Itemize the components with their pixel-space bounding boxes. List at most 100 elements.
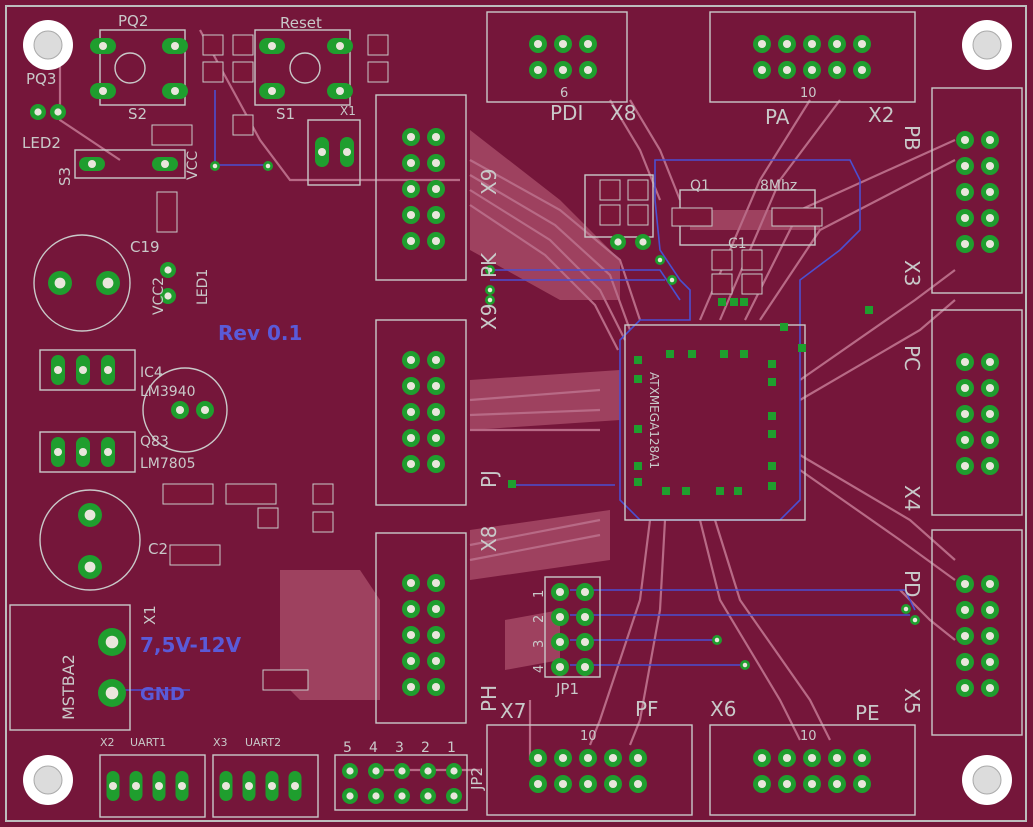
pad-drill	[406, 433, 416, 443]
pad-drill	[782, 753, 792, 763]
label-x9-mid: X9	[477, 304, 501, 330]
pad-drill	[857, 39, 867, 49]
pad-drill	[985, 683, 995, 693]
pad-drill	[857, 753, 867, 763]
label-pdi: PDI	[550, 101, 583, 125]
label-mcu: ATXMEGA128A1	[647, 372, 661, 469]
pad-drill	[960, 435, 970, 445]
pad-drill	[633, 779, 643, 789]
pad-drill	[175, 405, 185, 415]
pad-drill	[406, 210, 416, 220]
pad-drill	[985, 213, 995, 223]
pad-drill	[406, 236, 416, 246]
label-mstba2: MSTBA2	[59, 654, 78, 720]
label-jp2: JP2	[468, 767, 486, 791]
pad-drill	[985, 135, 995, 145]
label-jp2-1: 1	[447, 740, 456, 756]
pad-drill	[558, 39, 568, 49]
label-s1: S1	[276, 105, 295, 123]
pad-drill	[960, 135, 970, 145]
label-jp1-1: 1	[532, 590, 547, 598]
pad-drill	[960, 357, 970, 367]
label-s3: S3	[56, 167, 74, 186]
pad-drill	[54, 277, 66, 289]
pad-drill	[398, 767, 406, 775]
pad-drill	[782, 65, 792, 75]
label-lm3940: LM3940	[140, 384, 196, 400]
pad-drill	[431, 158, 441, 168]
pad-drill	[212, 163, 218, 169]
pad-drill	[533, 779, 543, 789]
label-vcc2: VCC2	[151, 277, 167, 315]
label-pe: PE	[855, 701, 880, 725]
pad-drill	[807, 779, 817, 789]
pad-drill	[782, 779, 792, 789]
pad-drill	[431, 682, 441, 692]
label-ten-pe: 10	[800, 729, 817, 744]
pad-drill	[398, 792, 406, 800]
label-pc: PC	[900, 345, 924, 371]
smd-pads	[151, 34, 823, 691]
pad-drill	[832, 39, 842, 49]
pad-drill	[555, 637, 565, 647]
pad-drill	[487, 267, 493, 273]
pad-drill	[985, 161, 995, 171]
label-x4: X4	[900, 485, 924, 511]
pad-drill	[406, 578, 416, 588]
pad-drill	[102, 277, 114, 289]
pad-drill	[161, 160, 169, 168]
pad-drill	[171, 87, 179, 95]
label-jp1: JP1	[555, 680, 579, 698]
silkscreen-outlines	[9, 11, 1023, 818]
pad-drill	[171, 42, 179, 50]
pad-drill	[88, 160, 96, 168]
pad-drill	[372, 767, 380, 775]
pad-drill	[431, 656, 441, 666]
pad-drill	[558, 753, 568, 763]
pad-drill	[431, 381, 441, 391]
label-x8-top: X8	[610, 101, 636, 125]
pad-drill	[406, 381, 416, 391]
pad-drill	[343, 148, 351, 156]
pad-drill	[807, 753, 817, 763]
pad-drill	[431, 433, 441, 443]
pad-drill	[268, 87, 276, 95]
board-outline	[5, 5, 1027, 822]
pad-drill	[580, 637, 590, 647]
pad-drill	[583, 753, 593, 763]
pad-drill	[832, 753, 842, 763]
label-pj: PJ	[477, 470, 501, 488]
pad-drill	[406, 604, 416, 614]
pad-drill	[164, 292, 172, 300]
pad-drill	[533, 753, 543, 763]
pad-drill	[580, 587, 590, 597]
pad-drill	[406, 630, 416, 640]
pad-drill	[580, 612, 590, 622]
pad-drill	[424, 792, 432, 800]
pad-drill	[960, 239, 970, 249]
label-x1-left: X1	[141, 605, 159, 625]
pad-drill	[985, 435, 995, 445]
pad-drill	[84, 561, 96, 573]
pad-drill	[34, 108, 42, 116]
pad-drill	[960, 161, 970, 171]
pad-drill	[222, 782, 230, 790]
pad-drill	[450, 767, 458, 775]
copper-pours	[280, 130, 820, 700]
label-led1: LED1	[195, 269, 211, 305]
pad-drill	[960, 213, 970, 223]
label-pb: PB	[900, 125, 924, 151]
label-lm7805: LM7805	[140, 456, 196, 472]
pad-drill	[406, 407, 416, 417]
pad-drill	[336, 87, 344, 95]
label-pa: PA	[765, 105, 790, 129]
pad-drill	[960, 579, 970, 589]
label-ten-pa: 10	[800, 86, 817, 101]
label-s2: S2	[128, 105, 147, 123]
pad-drill	[832, 65, 842, 75]
pad-drill	[533, 39, 543, 49]
pad-drill	[985, 239, 995, 249]
label-x7: X7	[500, 699, 526, 723]
pad-drill	[960, 383, 970, 393]
pad-drill	[406, 184, 416, 194]
